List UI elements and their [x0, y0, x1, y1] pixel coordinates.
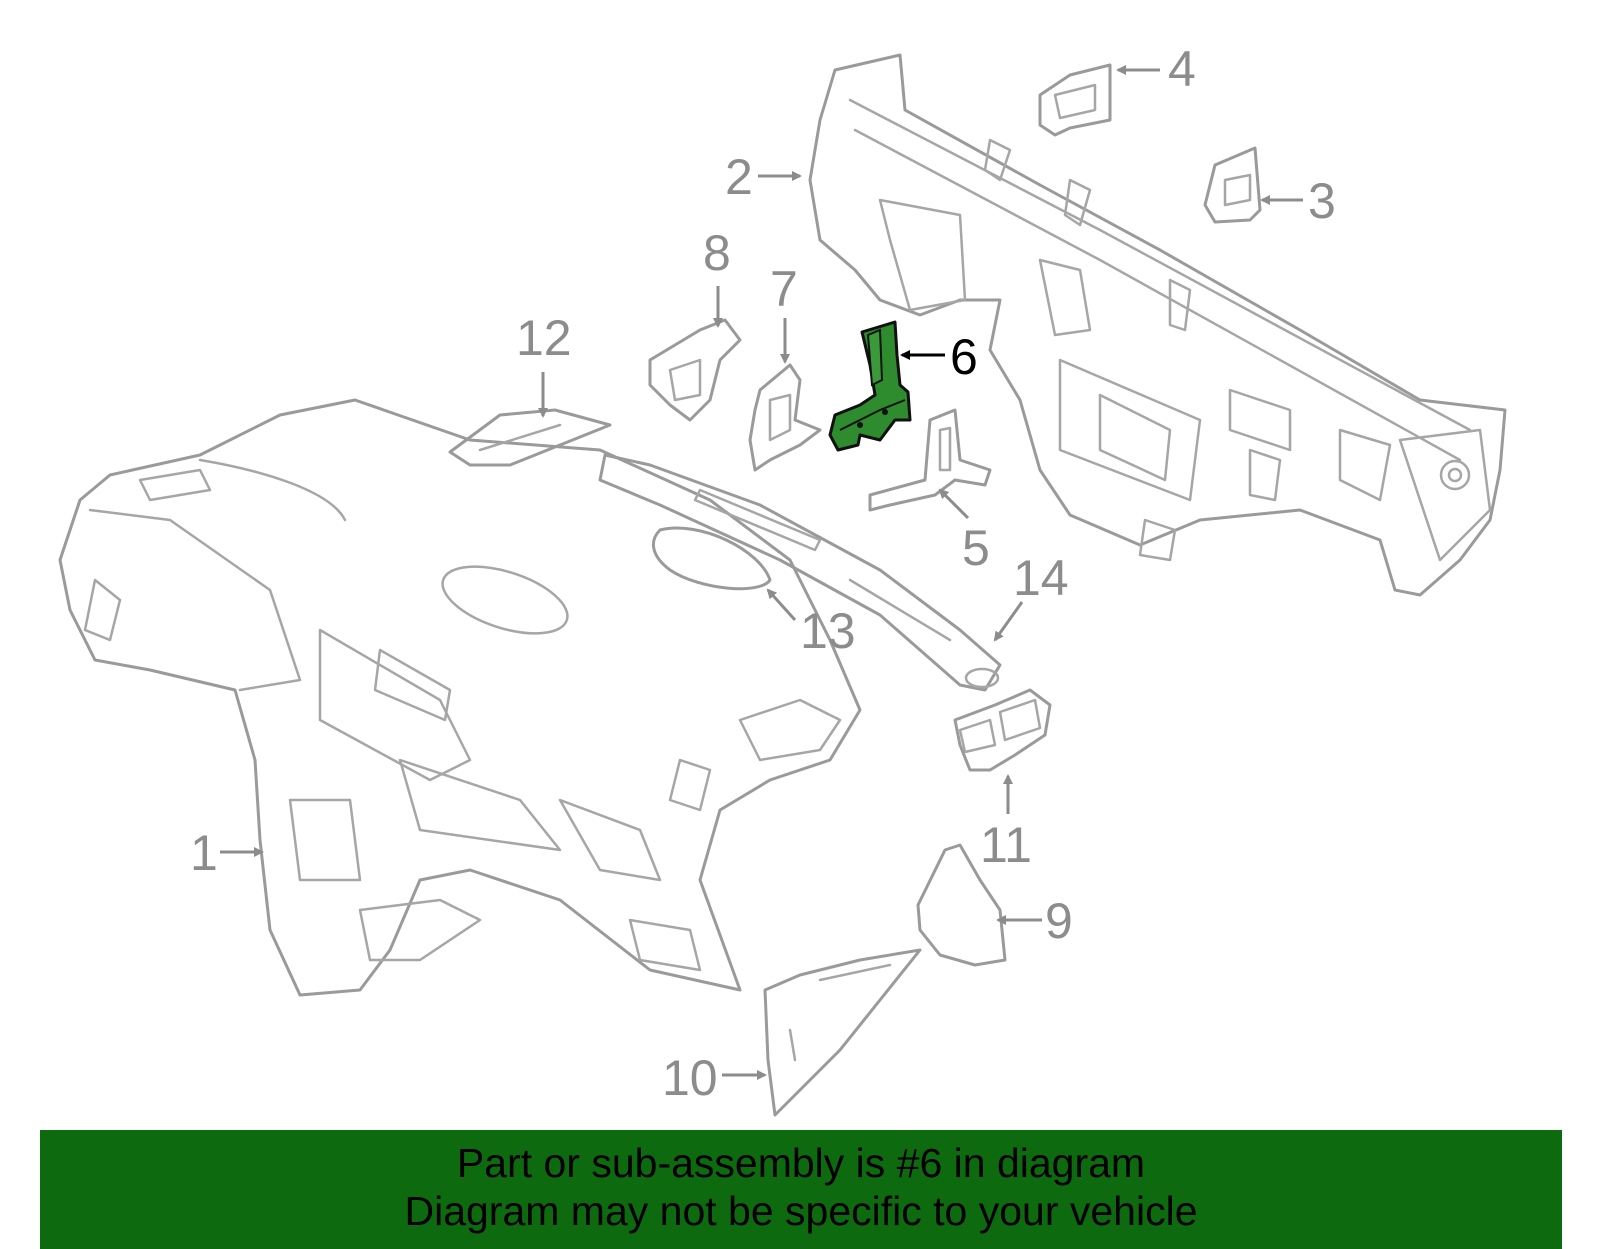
part-1-instrument-panel[interactable]: [58, 398, 862, 997]
callout-12: 12: [516, 310, 572, 366]
part-2-cross-beam[interactable]: [808, 53, 1507, 597]
part-10-end-panel[interactable]: [763, 948, 922, 1117]
part-5-bracket[interactable]: [868, 408, 992, 512]
part-8-bracket[interactable]: [648, 318, 742, 422]
part-4-bracket[interactable]: [1038, 63, 1112, 137]
part-6-bracket-highlighted[interactable]: [828, 320, 912, 452]
part-14-duct[interactable]: [598, 453, 1002, 692]
callout-10: 10: [662, 1050, 718, 1106]
callout-7: 7: [770, 261, 798, 317]
banner-part-note: Part or sub-assembly is #6 in diagram: [456, 1140, 1146, 1186]
part-7-bracket[interactable]: [748, 363, 822, 472]
part-9-side-cover[interactable]: [916, 843, 1007, 967]
part-3-bracket[interactable]: [1203, 146, 1262, 224]
part-12-panel[interactable]: [448, 408, 612, 467]
callout-4: 4: [1168, 41, 1196, 97]
callout-1: 1: [190, 825, 218, 881]
callout-numbers: 1 2 3 4 5 6 7 8 9 10 11 12 13 14: [190, 41, 1336, 1106]
callout-9: 9: [1045, 893, 1073, 949]
callout-3: 3: [1308, 173, 1336, 229]
footer-banner: Part or sub-assembly is #6 in diagram Di…: [40, 1130, 1562, 1249]
leader-lines: [220, 65, 1303, 1080]
part-13-cover[interactable]: [651, 526, 772, 591]
callout-2: 2: [725, 149, 753, 205]
callout-13: 13: [800, 603, 856, 659]
callout-14: 14: [1013, 550, 1069, 606]
callout-6: 6: [950, 329, 978, 385]
callout-8: 8: [703, 225, 731, 281]
callout-11: 11: [980, 817, 1032, 873]
parts-diagram: 1 2 3 4 5 6 7 8 9 10 11 12 13 14: [58, 41, 1507, 1117]
banner-disclaimer: Diagram may not be specific to your vehi…: [404, 1188, 1198, 1234]
callout-5: 5: [962, 520, 990, 576]
part-11-vent[interactable]: [953, 688, 1052, 772]
